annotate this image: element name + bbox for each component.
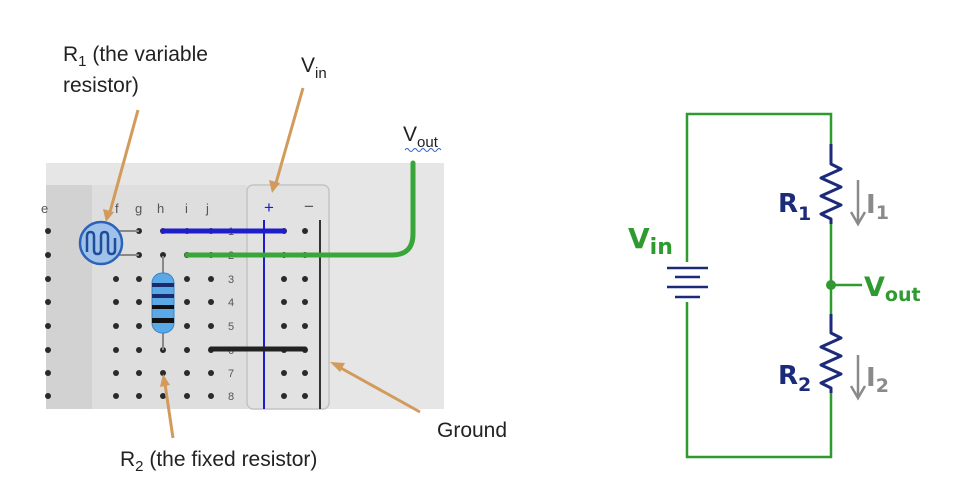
breadboard-hole <box>208 393 214 399</box>
row-number-3: 3 <box>228 274 234 286</box>
column-label-f: f <box>115 201 119 216</box>
breadboard-hole <box>113 347 119 353</box>
breadboard-hole <box>136 347 142 353</box>
vout-squiggle <box>404 148 442 152</box>
breadboard-hole <box>184 299 190 305</box>
breadboard-hole <box>184 370 190 376</box>
breadboard-hole <box>45 299 51 305</box>
breadboard-hole <box>45 393 51 399</box>
green-output-wire <box>184 160 416 258</box>
breadboard-hole <box>136 393 142 399</box>
breadboard-hole <box>113 393 119 399</box>
photoresistor-r1 <box>78 220 139 266</box>
breadboard-hole <box>302 299 308 305</box>
r1-arrow <box>108 109 140 213</box>
breadboard-hole <box>184 347 190 353</box>
breadboard-hole <box>136 276 142 282</box>
column-label-g: g <box>135 201 142 216</box>
breadboard-hole <box>160 393 166 399</box>
vout-node <box>826 280 836 290</box>
breadboard-hole <box>281 393 287 399</box>
breadboard-hole <box>45 252 51 258</box>
breadboard-hole <box>184 276 190 282</box>
breadboard-hole <box>281 323 287 329</box>
breadboard-hole <box>160 370 166 376</box>
schematic-wire-bottom <box>685 300 833 459</box>
breadboard-hole <box>302 228 308 234</box>
r2-arrowhead <box>160 374 170 387</box>
row-number-8: 8 <box>228 391 234 403</box>
breadboard-hole <box>302 370 308 376</box>
r1-arrowhead <box>103 209 114 222</box>
breadboard-left-strip <box>46 185 92 409</box>
voltage-divider-schematic <box>667 112 867 459</box>
breadboard-hole <box>136 370 142 376</box>
breadboard-hole <box>45 276 51 282</box>
vout-annotation: Vout <box>403 123 439 151</box>
breadboard-hole <box>208 276 214 282</box>
vin-annotation: Vin <box>301 54 327 82</box>
schematic-r2-label: R2 <box>778 361 811 396</box>
breadboard: e f g h i j + − 1 2 3 4 5 6 7 8 <box>41 160 444 410</box>
ground-arrow <box>338 365 421 414</box>
breadboard-hole <box>281 276 287 282</box>
column-label-h: h <box>157 201 164 216</box>
schematic-i2-label: I2 <box>866 363 889 397</box>
schematic-vin-label: Vin <box>628 222 673 260</box>
breadboard-hole <box>136 299 142 305</box>
breadboard-hole <box>208 370 214 376</box>
breadboard-hole <box>45 323 51 329</box>
power-rail-panel <box>246 184 330 410</box>
breadboard-hole <box>302 393 308 399</box>
breadboard-hole <box>136 323 142 329</box>
breadboard-hole <box>184 393 190 399</box>
breadboard-hole <box>281 299 287 305</box>
breadboard-hole <box>160 252 166 258</box>
schematic-r1-label: R1 <box>778 189 811 225</box>
r2-arrow <box>163 383 175 439</box>
ground-annotation: Ground <box>437 419 507 442</box>
rail-minus-label: − <box>304 197 314 216</box>
breadboard-hole <box>113 276 119 282</box>
column-label-i: i <box>185 201 188 216</box>
ground-arrowhead <box>330 362 345 372</box>
schematic-i1-label: I1 <box>866 190 889 224</box>
schematic-wire-top <box>685 112 833 300</box>
resistor-r2-symbol <box>819 314 843 393</box>
breadboard-hole <box>184 323 190 329</box>
breadboard-hole <box>45 347 51 353</box>
row-number-5: 5 <box>228 321 234 333</box>
breadboard-hole <box>281 370 287 376</box>
fixed-resistor-r2 <box>151 256 175 350</box>
schematic-vout-label: Vout <box>864 272 921 306</box>
rail-plus-label: + <box>264 198 274 217</box>
breadboard-hole <box>113 323 119 329</box>
breadboard-hole <box>208 299 214 305</box>
column-label-j: j <box>205 201 209 216</box>
breadboard-hole <box>45 370 51 376</box>
column-label-e: e <box>41 201 48 216</box>
resistor-r1-symbol <box>819 144 843 224</box>
breadboard-hole <box>208 323 214 329</box>
breadboard-hole <box>302 323 308 329</box>
row-number-4: 4 <box>228 297 234 309</box>
r1-annotation-line2: resistor) <box>63 74 139 97</box>
breadboard-hole <box>113 299 119 305</box>
breadboard-hole <box>45 228 51 234</box>
breadboard-hole <box>302 276 308 282</box>
row-number-7: 7 <box>228 368 234 380</box>
current-i2-arrow <box>849 355 867 401</box>
current-i1-arrow <box>849 180 867 227</box>
annotation-arrows <box>103 87 421 439</box>
battery-symbol <box>667 262 708 302</box>
r2-annotation: R2 (the fixed resistor) <box>120 448 317 475</box>
vin-arrowhead <box>269 180 280 193</box>
breadboard-hole <box>113 370 119 376</box>
vin-arrow <box>274 87 305 184</box>
r1-annotation-line1: R1 (the variable <box>63 43 208 70</box>
